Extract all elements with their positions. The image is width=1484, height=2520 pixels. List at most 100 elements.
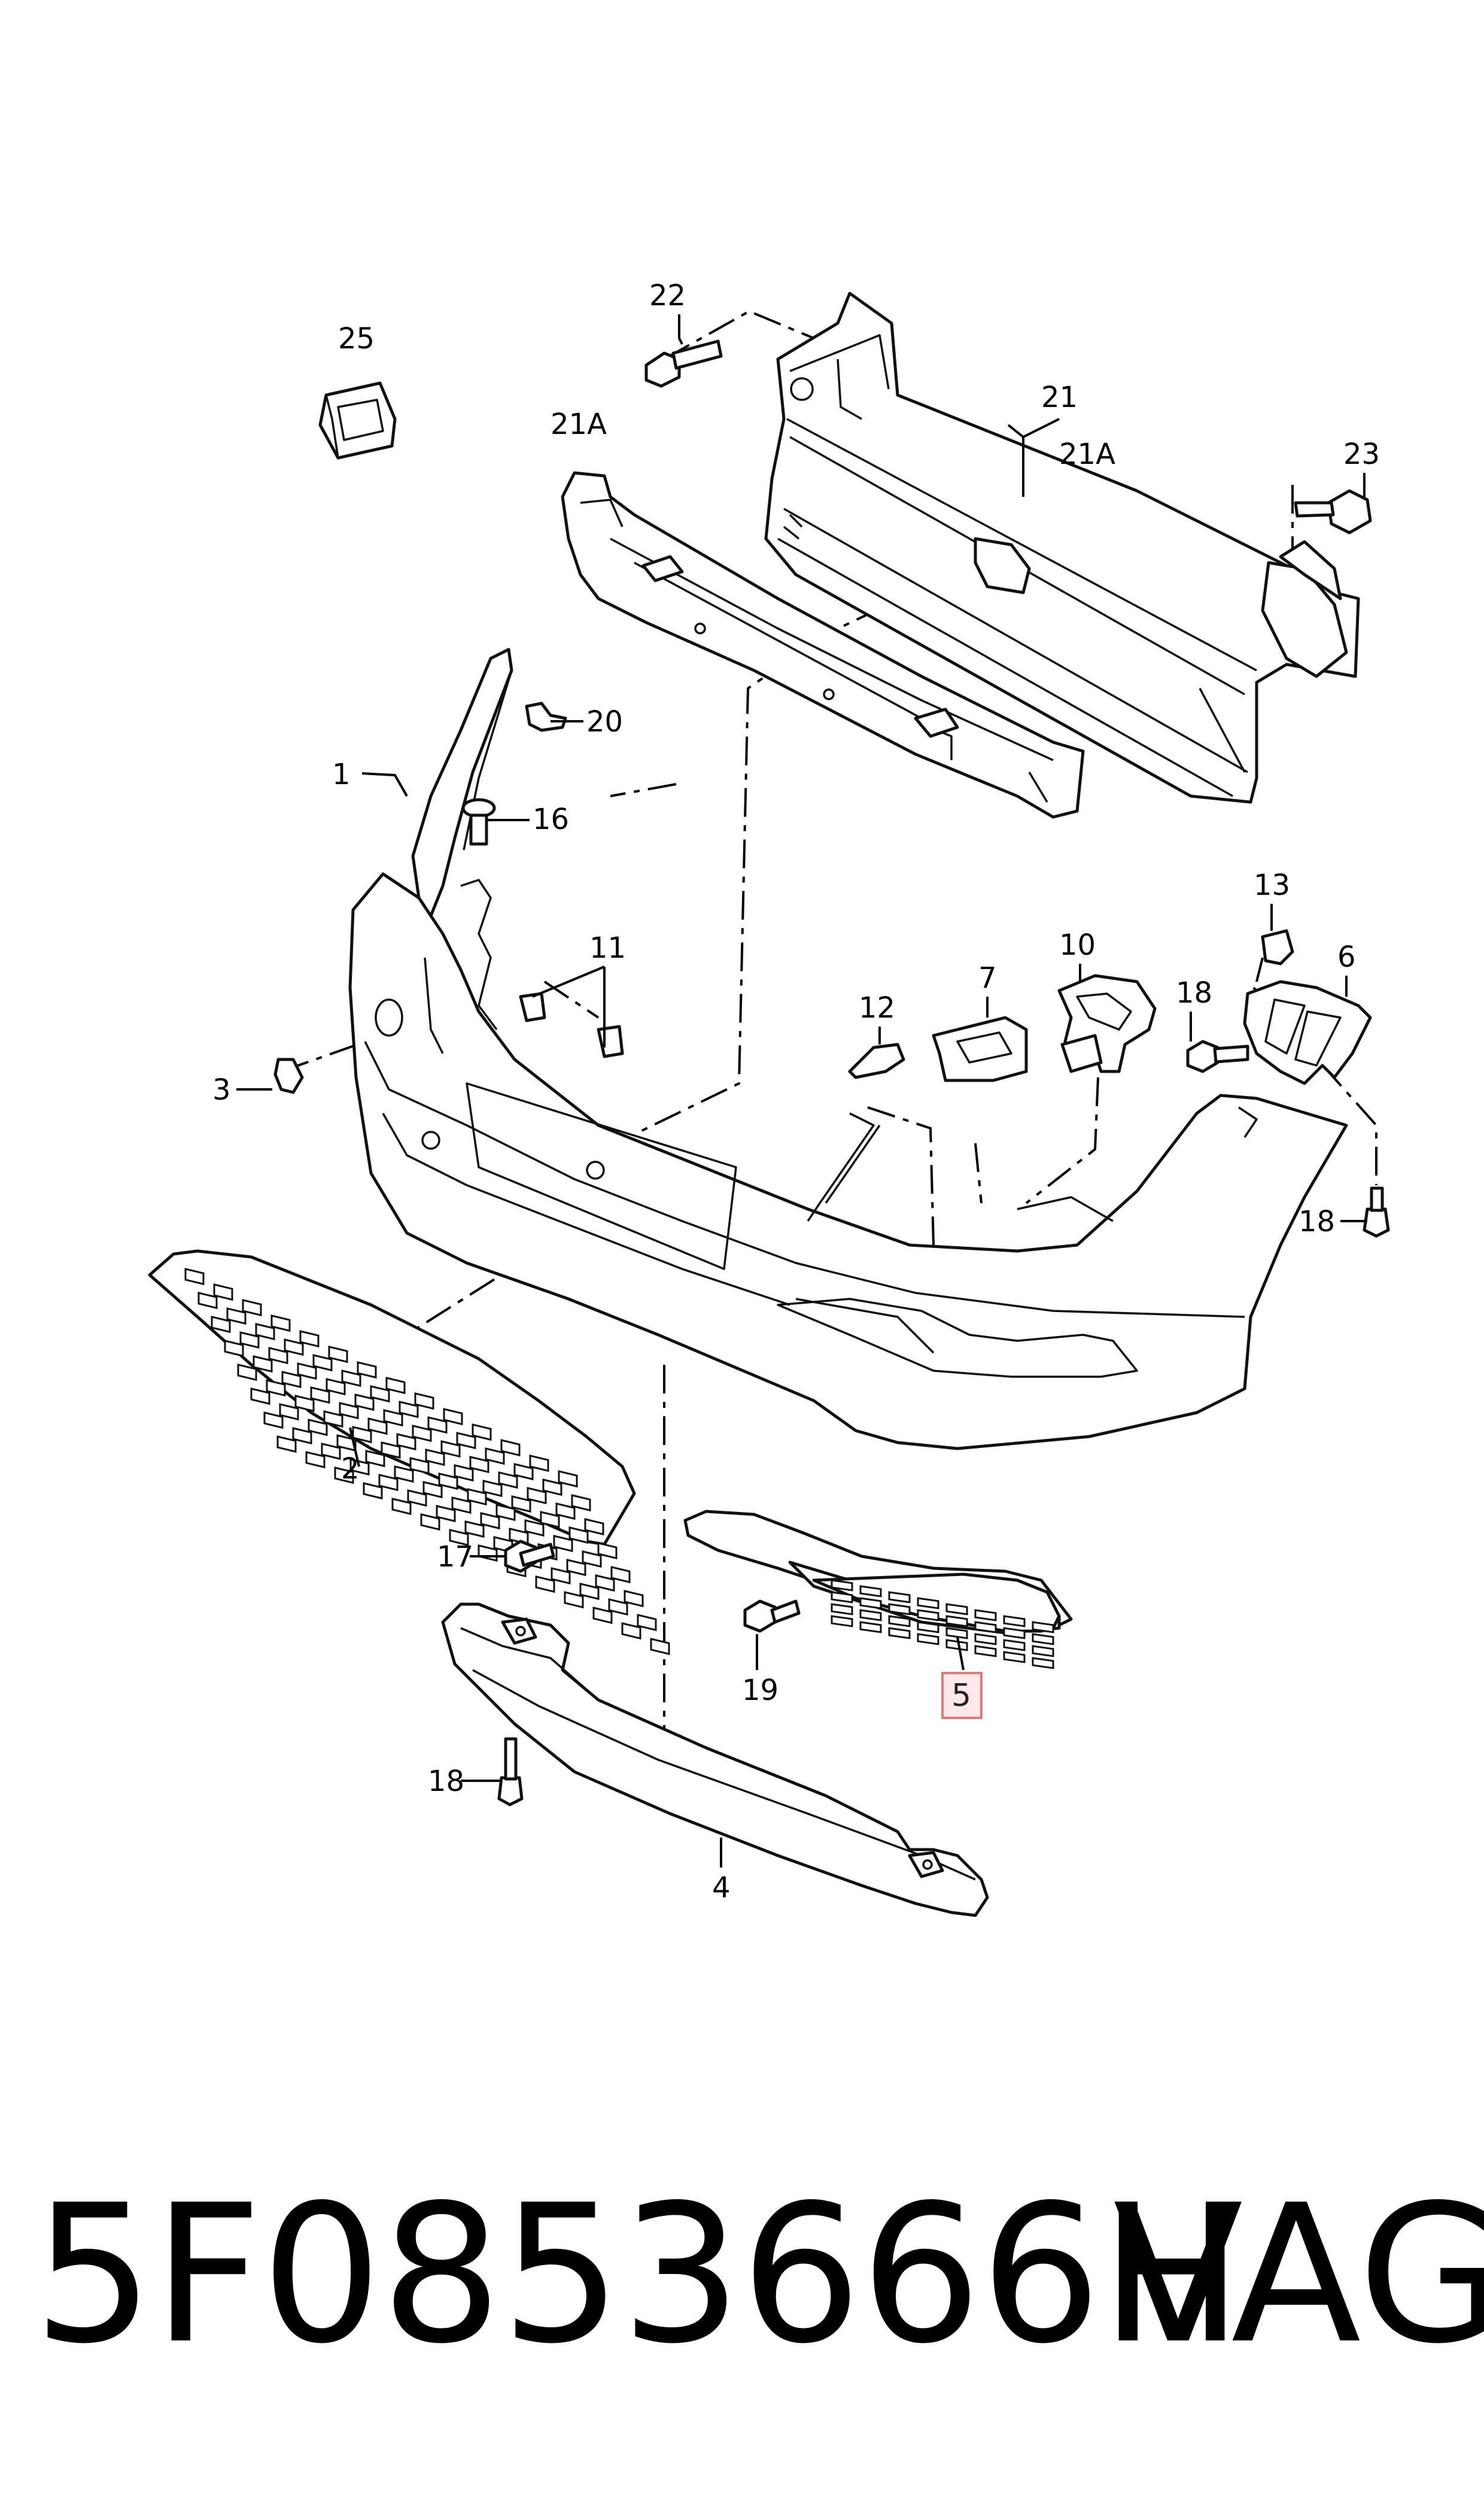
grille-slat — [974, 1633, 997, 1645]
grille-slat — [597, 1542, 618, 1560]
grille-slat — [294, 1395, 315, 1413]
grille-slat — [370, 1385, 390, 1403]
grille-slat — [831, 1591, 853, 1604]
part-17-bolt — [504, 1540, 555, 1573]
callout-18-lower: 18 — [428, 1765, 464, 1798]
grille-slat — [917, 1609, 939, 1622]
grille-slat — [650, 1638, 670, 1656]
grille-slat — [888, 1603, 911, 1616]
part-19-bolt — [743, 1599, 801, 1633]
callout-18-right: 18 — [1298, 1205, 1335, 1238]
grille-slat — [472, 1423, 492, 1441]
grille-slat — [292, 1427, 312, 1445]
grille-slat — [859, 1585, 882, 1598]
grille-slat — [239, 1331, 260, 1349]
callout-19: 19 — [742, 1674, 779, 1707]
grille-slat — [281, 1371, 302, 1389]
grille-slat — [349, 1458, 370, 1476]
grille-slat — [551, 1567, 571, 1585]
grille-slat — [917, 1597, 939, 1610]
leader-lines — [236, 314, 1367, 1868]
grille-slat — [312, 1354, 333, 1372]
grille-slat — [425, 1449, 445, 1467]
part-12-cover — [848, 1043, 905, 1079]
grille-slat — [482, 1480, 503, 1498]
grille-slat — [308, 1419, 328, 1437]
callout-17: 17 — [437, 1540, 473, 1574]
grille-slat — [310, 1386, 330, 1404]
grille-slat — [422, 1481, 443, 1499]
part-20-clip — [525, 702, 567, 732]
grille-slat — [859, 1609, 882, 1622]
grille-slat — [595, 1574, 615, 1592]
grille-slat — [945, 1615, 968, 1628]
grille-slat — [334, 1467, 354, 1484]
grille-slat — [582, 1550, 602, 1568]
grille-slat — [1032, 1657, 1054, 1669]
grille-slat — [945, 1603, 968, 1616]
grille-slat — [513, 1463, 534, 1481]
grille-slat — [438, 1472, 458, 1490]
grille-slat — [535, 1575, 555, 1593]
grille-slat — [566, 1559, 586, 1577]
callout-6: 6 — [1337, 940, 1356, 974]
grille-slat — [584, 1518, 604, 1536]
grille-slat — [495, 1504, 516, 1522]
callout-11: 11 — [589, 931, 626, 965]
grille-slat — [399, 1401, 419, 1419]
grille-slat — [500, 1439, 521, 1457]
grille-slat — [888, 1615, 911, 1628]
grille-slat — [624, 1590, 644, 1608]
callout-21a-right: 21A — [1059, 438, 1115, 471]
grille-slat — [945, 1627, 968, 1639]
grille-slat — [255, 1323, 275, 1341]
part-16-screw — [461, 798, 496, 846]
grille-slat — [540, 1511, 560, 1529]
callout-12: 12 — [859, 991, 895, 1025]
callout-7: 7 — [978, 961, 997, 995]
grille-slat — [365, 1450, 385, 1468]
grille-slat — [608, 1598, 628, 1616]
grille-slat — [1032, 1621, 1054, 1634]
grille-slat — [396, 1433, 416, 1451]
grille-slat — [226, 1307, 247, 1325]
grille-slat — [917, 1633, 939, 1645]
grille-slat — [391, 1498, 412, 1516]
grille-slat — [831, 1579, 853, 1592]
grille-slat — [266, 1379, 286, 1397]
part-25-clip — [318, 381, 397, 460]
grille-slat — [354, 1393, 375, 1411]
grille-slat — [859, 1597, 882, 1610]
grille-slat — [467, 1488, 487, 1506]
grille-slat — [242, 1299, 262, 1317]
grille-slat — [250, 1387, 270, 1405]
callout-20: 20 — [586, 705, 623, 739]
callout-21: 21 — [1041, 381, 1078, 414]
callout-labels: 25 22 21 21A 21A 23 1 20 16 11 3 12 7 10… — [212, 279, 1380, 1905]
grille-slat — [378, 1474, 399, 1492]
part-18-bolt-right — [1363, 1186, 1390, 1238]
grille-slat — [568, 1526, 589, 1544]
grille-slat — [558, 1470, 578, 1488]
grille-slat — [440, 1440, 461, 1458]
grille-slat — [268, 1347, 288, 1365]
grille-slat — [564, 1591, 584, 1609]
part-5-side-grille — [683, 1510, 1073, 1669]
part-1-bumper-cover — [348, 648, 1348, 1450]
grille-slat — [276, 1435, 297, 1453]
grille-slat — [383, 1409, 403, 1427]
grille-slat — [321, 1443, 341, 1461]
callout-16: 16 — [533, 803, 569, 836]
grille-slat — [270, 1314, 291, 1332]
grille-slat — [831, 1603, 853, 1616]
grille-slat — [529, 1455, 549, 1472]
callout-22: 22 — [649, 279, 686, 312]
part-4-spoiler — [441, 1602, 989, 1917]
grille-slat — [1003, 1627, 1026, 1639]
part-22-bolt — [644, 339, 723, 388]
grille-slat — [263, 1411, 284, 1429]
grille-slat — [542, 1478, 562, 1496]
grille-slat — [945, 1639, 968, 1651]
grille-slat — [888, 1591, 911, 1604]
part-3-tow-cap — [273, 1058, 304, 1094]
